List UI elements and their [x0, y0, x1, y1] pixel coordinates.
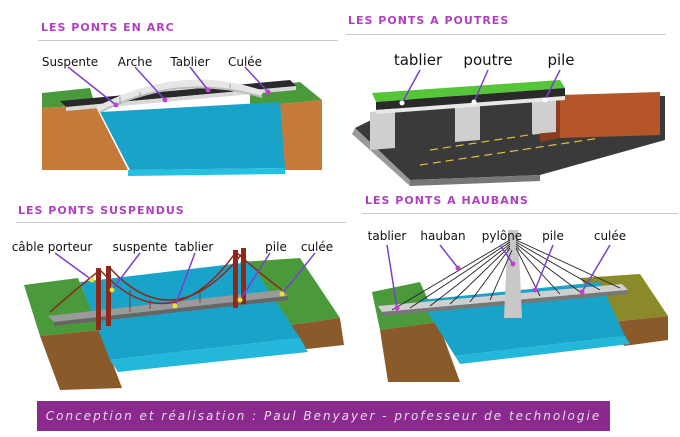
rule-haubans [362, 213, 678, 214]
suspension-bridge-illustration [24, 248, 344, 390]
susp-label-pile: pile [265, 240, 287, 254]
beam-pier-right [532, 100, 556, 134]
rule-poutres [346, 34, 666, 35]
heading-poutres: LES PONTS A POUTRES [348, 14, 510, 27]
credits-banner: Conception et réalisation : Paul Benyaye… [37, 401, 610, 431]
arc-left-bank [42, 105, 128, 170]
rule-suspendus [16, 222, 346, 223]
arc-bridge-illustration [42, 66, 322, 176]
rule-arc [38, 40, 338, 41]
susp-label-tablier: tablier [174, 240, 214, 254]
arc-arch [96, 79, 264, 114]
beam-pier-mid [455, 104, 480, 142]
susp-label-cable-porteur: câble porteur [11, 240, 93, 254]
susp-label-culee: culée [300, 240, 334, 254]
beam-deck [372, 80, 565, 102]
arc-label-arche: Arche [117, 55, 153, 69]
susp-label-suspente: suspente [112, 240, 168, 254]
arc-label-tablier: Tablier [170, 55, 210, 69]
arc-label-suspente: Suspente [41, 55, 99, 69]
stay-label-pylone: pylône [481, 229, 523, 243]
beam-label-poutre: poutre [463, 51, 513, 69]
stay-label-culee: culée [593, 229, 627, 243]
beam-label-pile: pile [547, 51, 575, 69]
beam-label-tablier: tablier [393, 51, 443, 69]
arc-water [100, 102, 285, 170]
susp-tower-right [233, 250, 238, 308]
cable-stayed-bridge-illustration [372, 230, 668, 382]
heading-haubans: LES PONTS A HAUBANS [365, 194, 529, 207]
stay-deck [378, 284, 628, 312]
heading-arc: LES PONTS EN ARC [41, 21, 175, 34]
susp-tower-left [96, 268, 101, 330]
stay-label-hauban: hauban [420, 229, 466, 243]
beam-right-abutment [560, 92, 660, 138]
beam-bridge-illustration [352, 69, 665, 186]
susp-left-bank [40, 330, 122, 390]
beam-pier-left [370, 110, 395, 150]
heading-suspendus: LES PONTS SUSPENDUS [18, 204, 185, 217]
stay-pylon [504, 230, 522, 318]
stay-label-tablier: tablier [367, 229, 407, 243]
arc-label-culee: Culée [227, 55, 263, 69]
stay-label-pile: pile [542, 229, 564, 243]
susp-main-cable [99, 251, 237, 305]
susp-right-bank [290, 318, 344, 350]
stay-left-bank [380, 322, 460, 382]
